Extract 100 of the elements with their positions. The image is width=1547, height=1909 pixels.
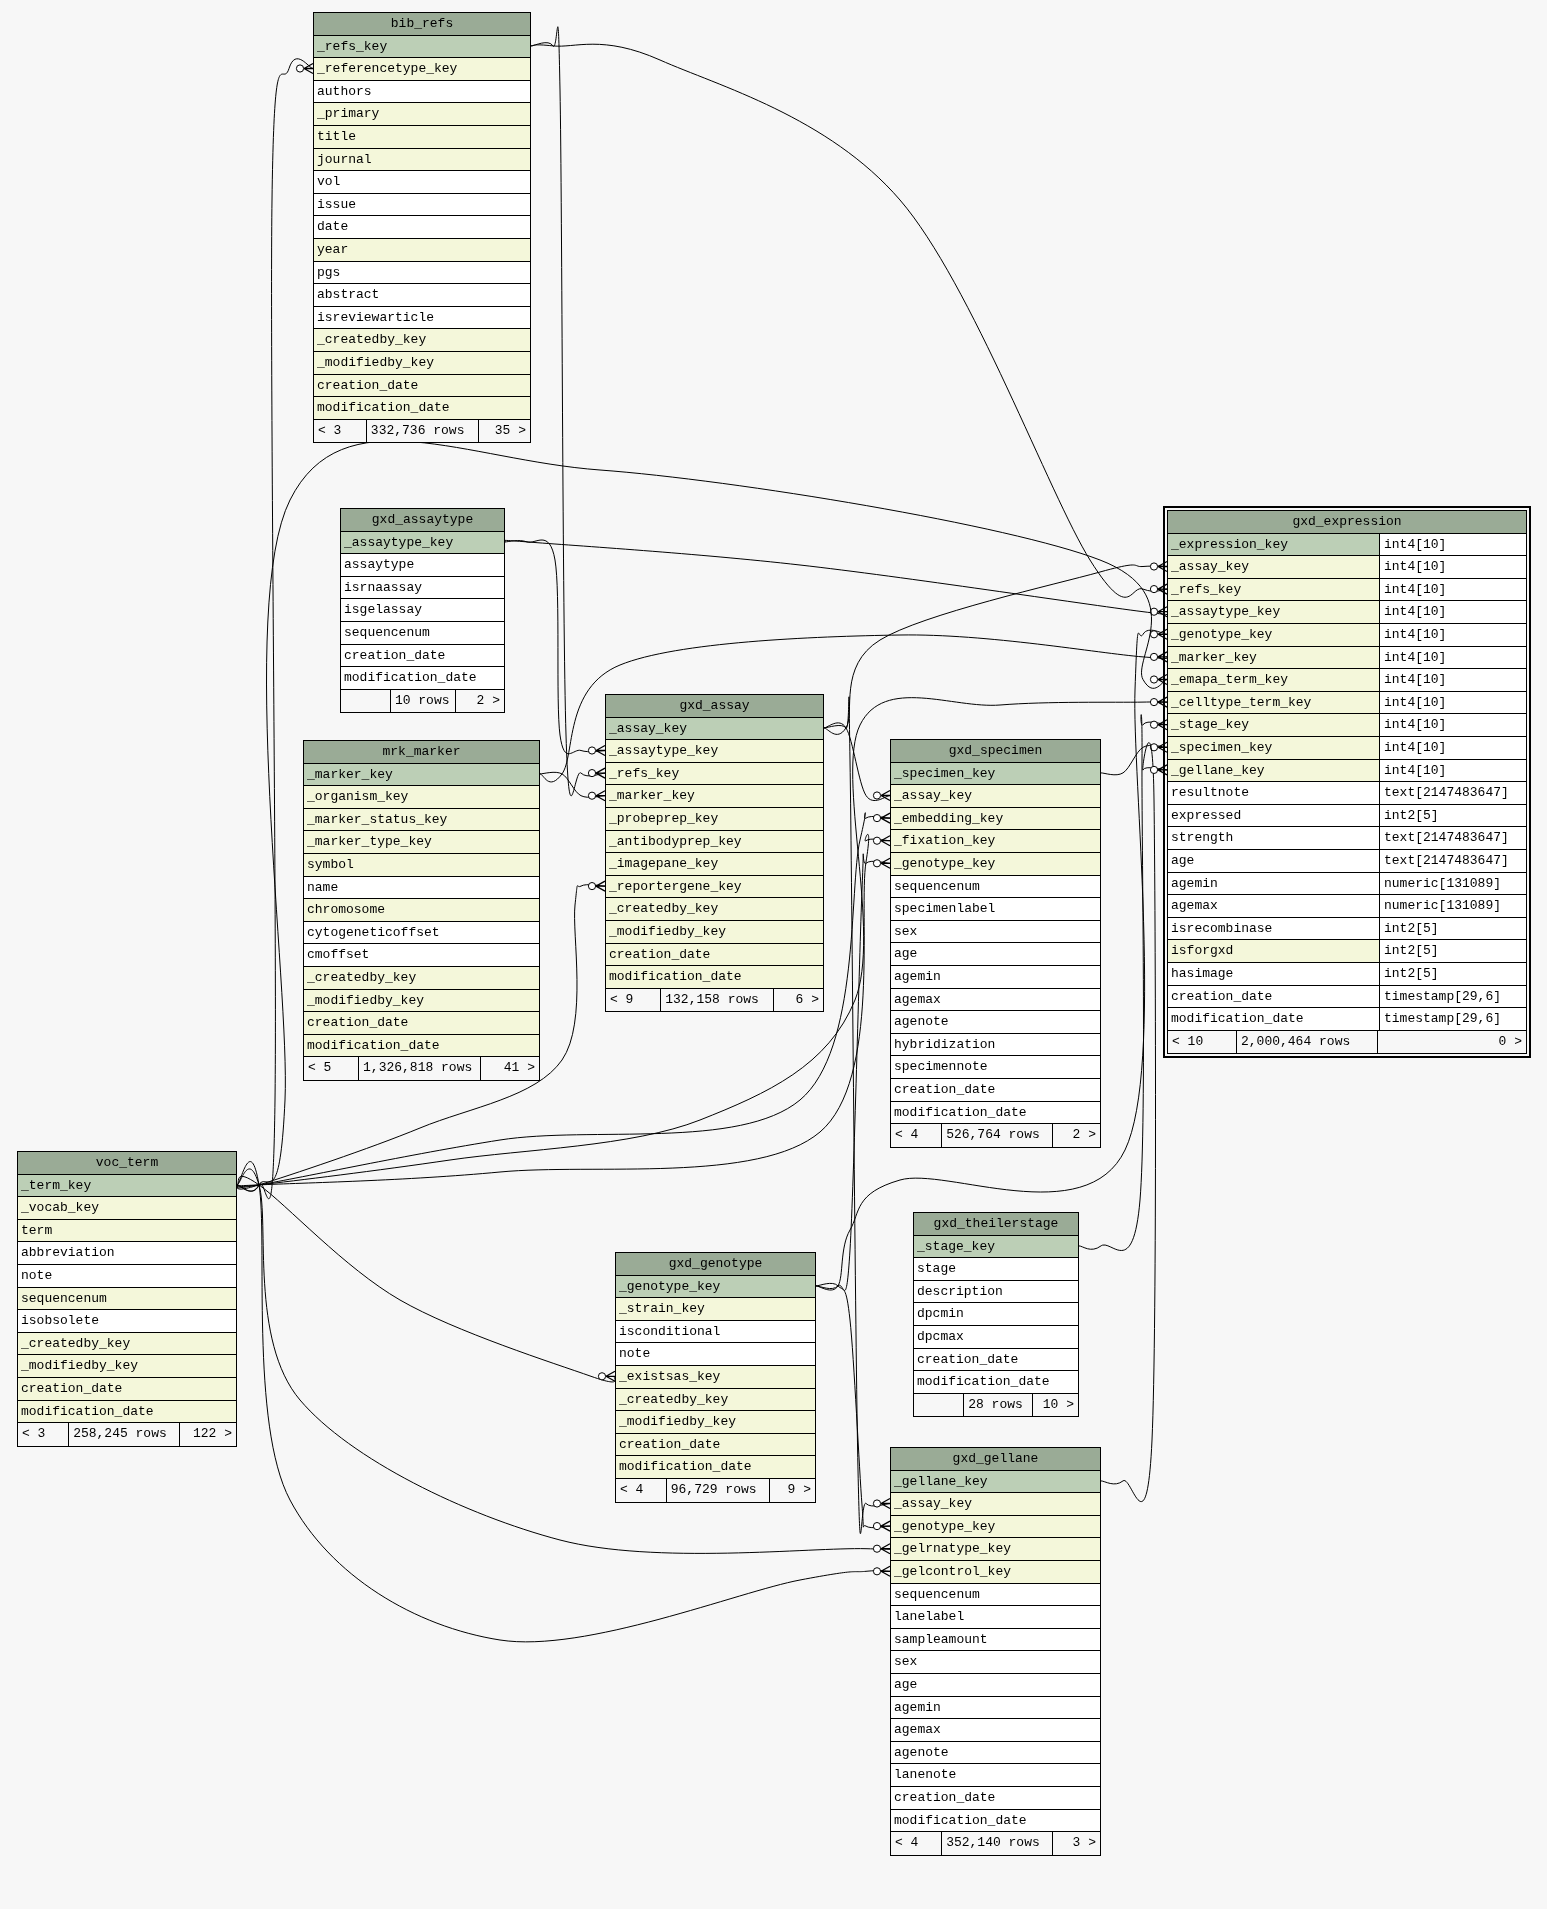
table-row: modification_date [304,1034,539,1058]
relationship-line [823,696,892,1535]
table-row: _marker_key [606,785,823,808]
table-row [1168,691,1526,715]
column-name: _refs_key [1168,578,1379,601]
relationship-line [504,539,606,757]
table-row: _probeprep_key [606,808,823,831]
child-count: 122 > [179,1423,236,1446]
relationship-line [1100,742,1168,1503]
table-row [1168,963,1526,986]
table-footer [341,689,504,713]
table-card [605,694,824,1013]
table-name: gxd_assay [606,695,823,718]
table-card [17,1151,237,1447]
table-row [1168,895,1526,918]
table-row [1168,940,1526,963]
row-count: 10 rows [389,689,456,713]
table-row [1168,578,1526,602]
table-row: _assaytype_key [606,740,823,763]
table-row: creation_date [616,1433,815,1457]
column-name: _celltype_term_key [1168,691,1379,714]
table-name: gxd_theilerstage [914,1213,1078,1236]
column-name: _expression_key [1168,533,1379,556]
table-row: journal [314,148,530,172]
parent-count: < 4 [894,1834,920,1853]
row-count: 1,326,818 rows [358,1057,481,1080]
parent-count: < 9 [609,990,635,1009]
table-row: _gelrnatype_key [891,1538,1100,1561]
relationship-line [236,880,606,1190]
child-count: 0 > [1377,1030,1526,1054]
table-row [1168,872,1526,896]
row-count: 28 rows [963,1393,1033,1417]
table-name: bib_refs [314,13,530,36]
column-name: _gellane_key [1168,759,1379,782]
child-count: 35 > [478,419,530,443]
relationship-line [815,853,891,1291]
table-footer [1168,1030,1526,1054]
child-count: 10 > [1032,1393,1078,1417]
table-row: _term_key [18,1174,236,1198]
table-row [1168,714,1526,737]
table-row: modification_date [314,397,530,420]
table-row: _existsas_key [616,1366,815,1389]
table-row: _modifiedby_key [606,921,823,944]
table-row: _genotype_key [891,853,1100,876]
table-name: gxd_assaytype [341,509,504,532]
table-row [1168,737,1526,760]
column-name: _marker_key [1168,646,1379,669]
table-row: _createdby_key [606,898,823,921]
table-row: modification_date [616,1456,815,1479]
table-card [615,1252,816,1503]
table-row [1168,646,1526,670]
row-count: 96,729 rows [665,1479,770,1502]
table-row: _modifiedby_key [18,1355,236,1378]
table-row: year [314,239,530,262]
table-footer [891,1832,1100,1855]
table-row: _vocab_key [18,1197,236,1220]
table-name: gxd_genotype [616,1253,815,1276]
table-card [340,508,505,714]
column-name: _specimen_key [1168,737,1379,759]
table-footer [18,1423,236,1446]
parent-count: < 5 [307,1059,333,1078]
table-row [1168,533,1526,557]
table-name: gxd_expression [1168,511,1526,534]
child-count: 2 > [455,689,504,713]
table-row: term [18,1219,236,1243]
child-count: 6 > [773,988,823,1012]
table-row: _organism_key [304,786,539,809]
table-row [1168,782,1526,805]
row-count: 258,245 rows [68,1423,180,1446]
table-card [303,740,540,1081]
table-row: _gelcontrol_key [891,1561,1100,1584]
table-row [1168,985,1526,1009]
table-name: voc_term [18,1152,236,1175]
relationship-line [823,722,892,803]
row-count: 132,158 rows [660,988,774,1012]
table-row: _primary [314,103,530,126]
table-row [1168,601,1526,624]
table-row: _gellane_key [891,1470,1100,1494]
table-row [1168,850,1526,873]
table-row: _specimen_key [891,762,1100,786]
relationship-line [1100,741,1168,776]
column-name: _assay_key [1168,556,1379,578]
table-row: _marker_status_key [304,808,539,832]
relationship-line [1078,714,1169,1251]
row-count: 352,140 rows [941,1832,1052,1855]
column-name: _stage_key [1168,714,1379,736]
table-row: _strain_key [616,1298,815,1321]
column-name: isforgxd [1168,940,1379,962]
column-name: _genotype_key [1168,624,1379,646]
table-row: _referencetype_key [314,58,530,81]
table-row: sequencenum [18,1287,236,1311]
table-row: _modifiedby_key [304,989,539,1013]
child-count: 9 > [769,1479,815,1502]
table-row: _createdby_key [304,967,539,990]
table-row: modification_date [18,1400,236,1424]
parent-count: < 4 [619,1481,645,1499]
relationship-line [815,628,1169,1291]
table-row: _antibodyprep_key [606,830,823,854]
table-row [1168,827,1526,850]
row-count: 526,764 rows [941,1124,1052,1147]
